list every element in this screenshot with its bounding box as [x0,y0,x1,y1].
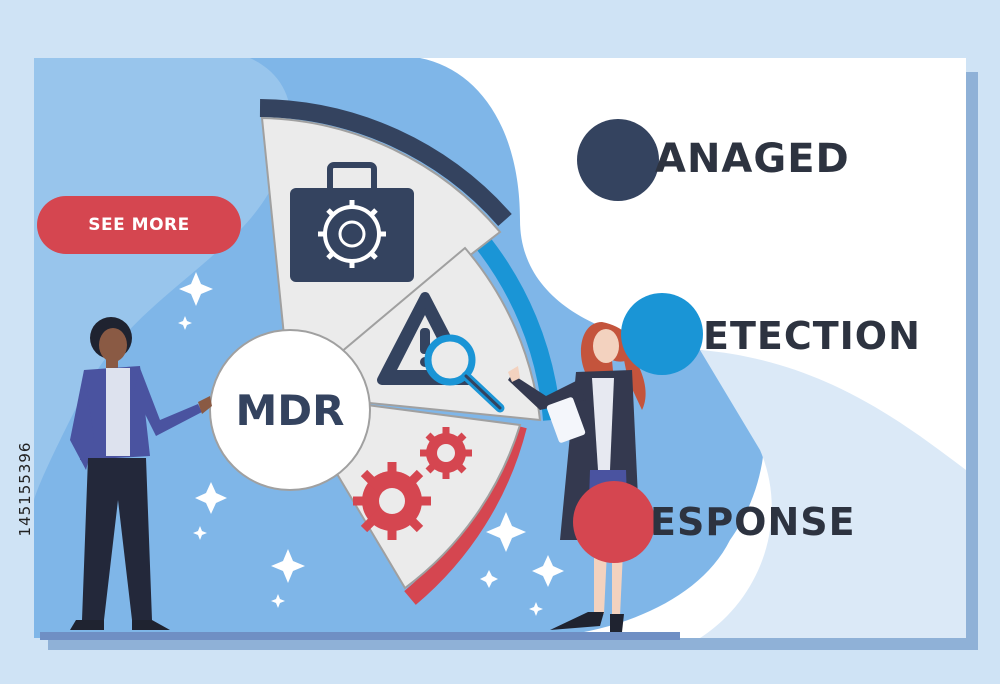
letter-circle-d [621,293,703,375]
floor [40,632,680,640]
mdr-acronym: MDR [236,386,345,435]
word-managed: MANAGED [655,136,850,182]
right-blob [700,350,966,638]
word-detection-rest: ETECTION [703,314,921,358]
see-more-button[interactable]: SEE MORE [37,196,241,254]
word-managed-rest: ANAGED [655,136,850,182]
sparkles [178,272,564,616]
letter-circle-r [573,481,655,563]
mdr-circle [209,329,371,491]
stock-id: 145155396 [16,441,34,537]
letter-circle-m [577,119,659,201]
word-response-rest: ESPONSE [650,500,856,544]
man-figure [70,317,212,630]
toolbox-gear-icon [290,162,414,282]
light-blob [34,58,292,500]
word-response: RESPONSE [650,500,856,544]
gears-icon [353,427,472,540]
arc-navy [259,99,512,226]
warning-magnifier-icon [377,292,505,413]
